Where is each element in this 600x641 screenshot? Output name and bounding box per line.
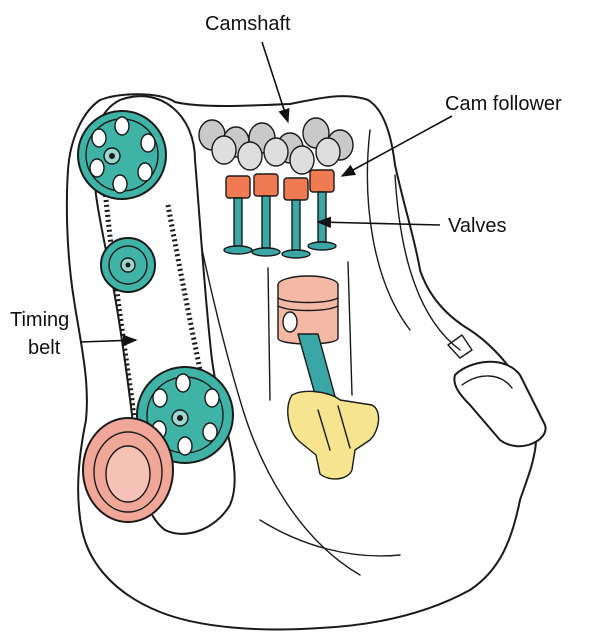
cam-sprocket (78, 111, 166, 199)
label-belt: belt (28, 337, 61, 359)
idler-sprocket (101, 238, 155, 292)
label-camshaft: Camshaft (205, 13, 291, 35)
label-timing: Timing (10, 309, 69, 331)
label-valves: Valves (448, 215, 507, 237)
crank-pulley (83, 418, 173, 522)
label-cam-follower: Cam follower (445, 93, 562, 115)
